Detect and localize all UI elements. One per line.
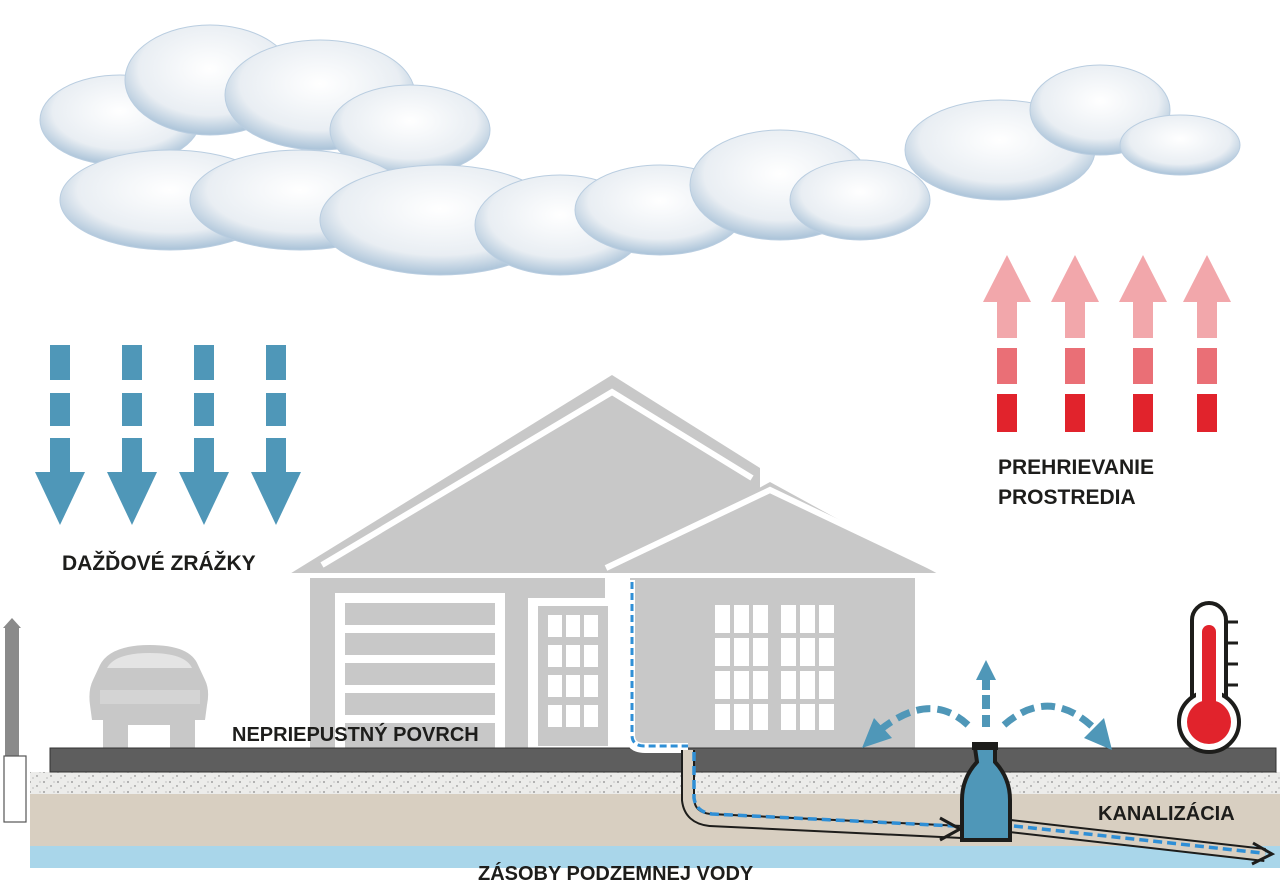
up-arrow-icon bbox=[1183, 255, 1231, 432]
up-arrow-icon bbox=[1119, 255, 1167, 432]
up-arrow-icon bbox=[1051, 255, 1099, 432]
overheating-label-line2: PROSTREDIA bbox=[998, 486, 1136, 509]
overflow-arrow-icon bbox=[862, 660, 1112, 750]
cloud-icon bbox=[39, 24, 1241, 276]
down-arrow-icon bbox=[179, 345, 229, 525]
ground-layers bbox=[30, 772, 1280, 884]
up-arrow-icon bbox=[983, 255, 1031, 432]
sewer-manhole bbox=[960, 742, 1012, 842]
sewer-label: KANALIZÁCIA bbox=[1098, 802, 1235, 825]
drain-pipe bbox=[625, 580, 1276, 866]
overheating-label-line1: PREHRIEVANIE bbox=[998, 456, 1154, 479]
impermeable-surface-label: NEPRIEPUSTNÝ POVRCH bbox=[232, 722, 479, 746]
rainfall-label: DAŽĎOVÉ ZRÁŽKY bbox=[62, 551, 256, 575]
thermometer-icon bbox=[1177, 601, 1241, 754]
groundwater-label: ZÁSOBY PODZEMNEJ VODY bbox=[478, 862, 754, 884]
down-arrow-icon bbox=[251, 345, 301, 525]
car-icon bbox=[89, 645, 209, 748]
front-door bbox=[528, 598, 618, 750]
rain-arrows bbox=[35, 345, 301, 525]
down-arrow-icon bbox=[107, 345, 157, 525]
window bbox=[715, 605, 834, 730]
street-post bbox=[3, 618, 27, 823]
garage-door bbox=[335, 593, 505, 750]
heat-arrows bbox=[983, 255, 1231, 432]
down-arrow-icon bbox=[35, 345, 85, 525]
house-icon bbox=[288, 375, 940, 750]
